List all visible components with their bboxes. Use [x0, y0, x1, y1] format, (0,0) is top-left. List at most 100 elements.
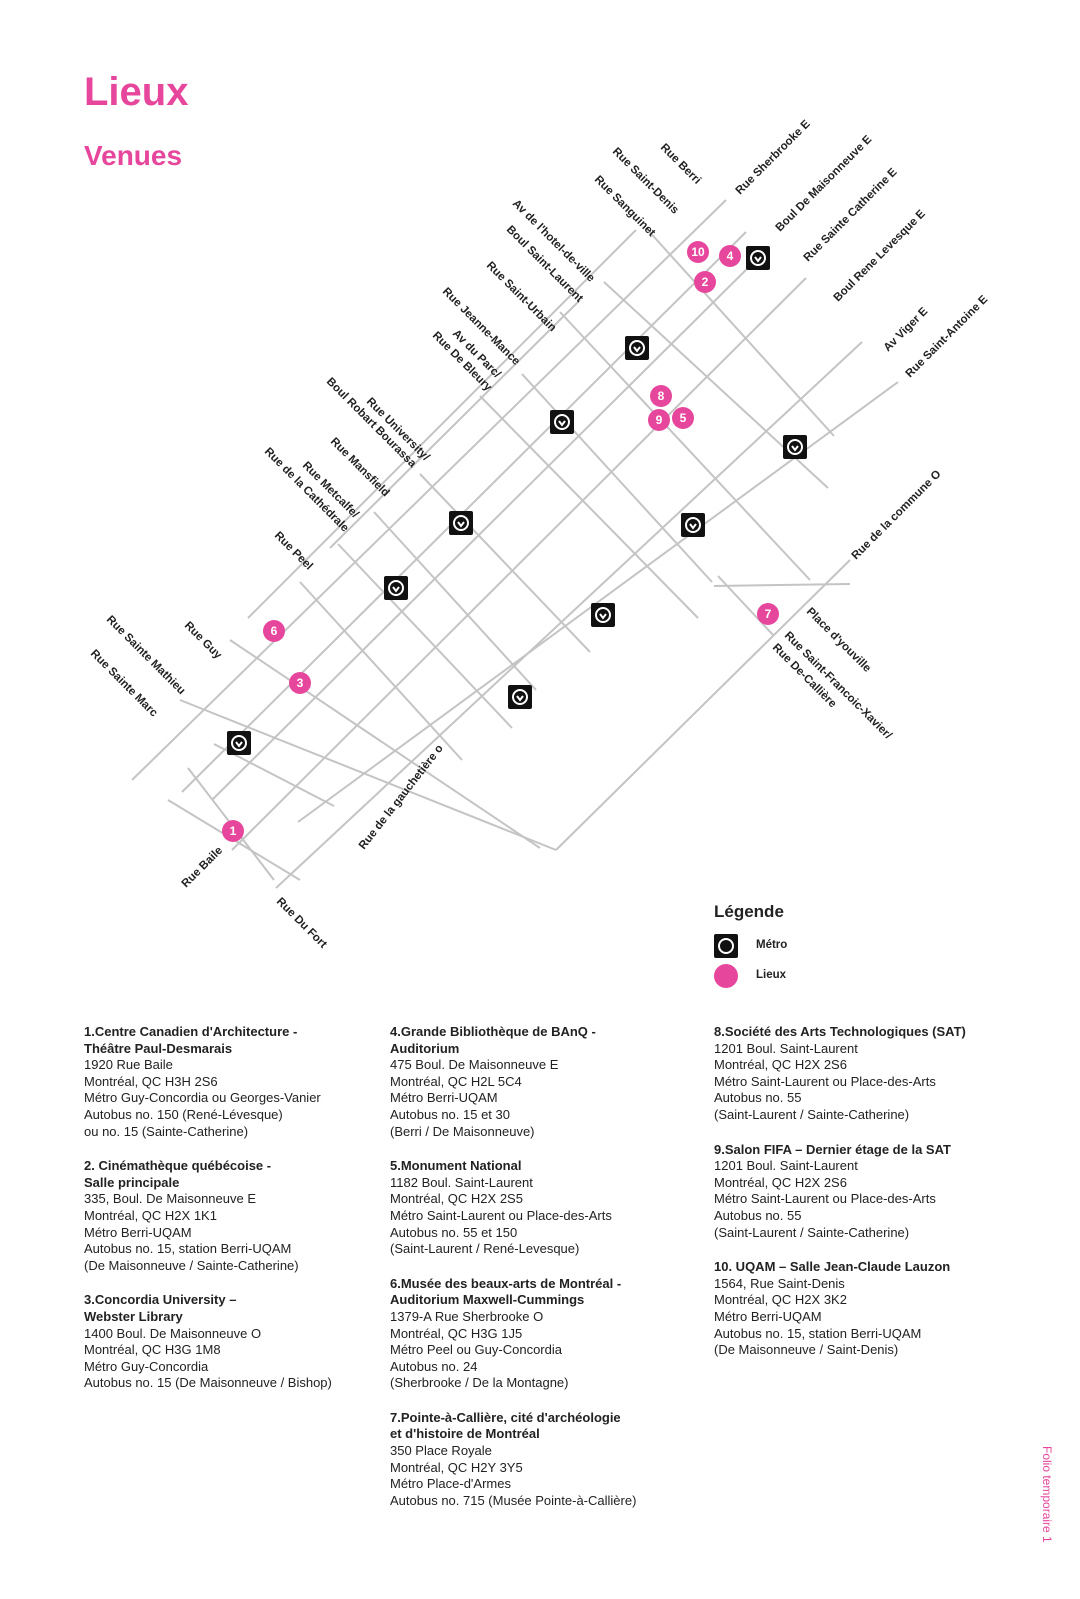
venue-name-line2: Salle principale	[84, 1174, 180, 1190]
venue-address: 1400 Boul. De Maisonneuve O	[84, 1325, 262, 1341]
venue-address: 1920 Rue Baile	[84, 1057, 173, 1073]
venue-pin-3[interactable]: 3	[289, 672, 311, 694]
venue-entry-2: 2. Cinémathèque québécoise - Salle princ…	[84, 1158, 332, 1274]
venue-address: 1379-A Rue Sherbrooke O	[390, 1308, 544, 1324]
venue-pin-9[interactable]: 9	[648, 409, 670, 431]
venue-map[interactable]: Rue Sherbrooke E Rue Berri Rue Saint-Den…	[0, 0, 1080, 1000]
venue-metro: Métro Berri-UQAM	[84, 1224, 192, 1240]
venue-metro: Métro Berri-UQAM	[714, 1308, 822, 1324]
metro-icon[interactable]	[746, 246, 770, 270]
venue-entry-4: 4.Grande Bibliothèque de BAnQ - Auditori…	[390, 1024, 636, 1140]
venue-bus: Autobus no. 150 (René-Lévesque)	[84, 1106, 283, 1122]
venue-entry-9: 9.Salon FIFA – Dernier étage de la SAT 1…	[714, 1142, 966, 1242]
venue-pin-4[interactable]: 4	[719, 245, 741, 267]
pin-number: 4	[727, 249, 734, 263]
venue-pin-10[interactable]: 10	[687, 241, 709, 263]
venue-bus: Autobus no. 15, station Berri-UQAM	[84, 1241, 292, 1257]
venue-bus-detail: (De Maisonneuve / Sainte-Catherine)	[84, 1257, 299, 1273]
venue-city: Montréal, QC H2X 2S5	[390, 1191, 523, 1207]
metro-icon[interactable]	[681, 513, 705, 537]
venue-bus: Autobus no. 15 (De Maisonneuve / Bishop)	[84, 1375, 332, 1391]
metro-icon[interactable]	[508, 685, 532, 709]
legend-lieux-label: Lieux	[756, 969, 787, 981]
venue-bus-detail: (Saint-Laurent / René-Levesque)	[390, 1241, 580, 1257]
venue-bus: Autobus no. 55	[714, 1207, 802, 1223]
venue-city: Montréal, QC H2X 3K2	[714, 1292, 847, 1308]
venue-name: 7.Pointe-à-Callière, cité d'archéologie	[390, 1409, 621, 1425]
venue-city: Montréal, QC H3G 1J5	[390, 1325, 523, 1341]
street-label: Rue Sherbrooke E	[734, 118, 813, 197]
page-subtitle: Venues	[84, 140, 183, 171]
pin-number: 1	[230, 824, 237, 838]
venue-name: 3.Concordia University –	[84, 1292, 237, 1308]
venue-name: 9.Salon FIFA – Dernier étage de la SAT	[714, 1141, 951, 1157]
venue-address: 335, Boul. De Maisonneuve E	[84, 1191, 256, 1207]
venue-address: 1201 Boul. Saint-Laurent	[714, 1040, 858, 1056]
venue-city: Montréal, QC H2L 5C4	[390, 1073, 522, 1089]
venue-metro: Métro Peel ou Guy-Concordia	[390, 1342, 562, 1358]
street-label: Rue Guy	[182, 620, 224, 662]
pin-number: 6	[271, 624, 278, 638]
venue-name: 10. UQAM – Salle Jean-Claude Lauzon	[714, 1259, 951, 1275]
venue-entry-10: 10. UQAM – Salle Jean-Claude Lauzon 1564…	[714, 1259, 966, 1359]
venue-name-line2: et d'histoire de Montréal	[390, 1426, 540, 1442]
venue-metro: Métro Berri-UQAM	[390, 1090, 498, 1106]
street-label: Av Viger E	[882, 305, 931, 354]
legend-metro-row: Métro	[714, 934, 914, 960]
venue-pin-5[interactable]: 5	[672, 407, 694, 429]
venue-column-1: 1.Centre Canadien d'Architecture - Théât…	[84, 1024, 332, 1410]
folio-label: Folio temporaire 1	[1040, 1446, 1060, 1596]
venue-pin-7[interactable]: 7	[757, 603, 779, 625]
metro-icon[interactable]	[449, 511, 473, 535]
page-title: Lieux	[84, 70, 189, 114]
venue-bus: Autobus no. 15 et 30	[390, 1106, 510, 1122]
venue-address: 1182 Boul. Saint-Laurent	[390, 1174, 533, 1190]
venue-bus-detail: (Saint-Laurent / Sainte-Catherine)	[714, 1224, 910, 1240]
metro-icon[interactable]	[384, 576, 408, 600]
venue-metro: Métro Guy-Concordia	[84, 1358, 209, 1374]
venue-metro: Métro Place-d'Armes	[390, 1476, 511, 1492]
street-label: Rue Peel	[272, 530, 315, 573]
street-label: Boul Robart Bourassa	[324, 376, 419, 471]
venue-name: 6.Musée des beaux-arts de Montréal -	[390, 1275, 622, 1291]
legend-lieux-row: Lieux	[714, 964, 914, 990]
venue-pin-6[interactable]: 6	[263, 620, 285, 642]
folio-text: Folio temporaire 1	[1040, 1446, 1054, 1543]
venue-bus: Autobus no. 55 et 150	[390, 1224, 518, 1240]
venue-dot-icon	[714, 964, 738, 988]
legend-title: Légende	[714, 902, 784, 921]
street-label: Rue Saint-Antoine E	[904, 293, 991, 380]
street-label: Rue de la commune O	[850, 468, 944, 562]
venue-city: Montréal, QC H2X 2S6	[714, 1057, 847, 1073]
venue-pin-1[interactable]: 1	[222, 820, 244, 842]
venue-bus-detail: (Berri / De Maisonneuve)	[390, 1123, 535, 1139]
venue-metro: Métro Guy-Concordia ou Georges-Vanier	[84, 1090, 321, 1106]
venue-bus-detail: (Saint-Laurent / Sainte-Catherine)	[714, 1106, 910, 1122]
street-label: Rue Baile	[180, 845, 226, 891]
venue-column-3: 8.Société des Arts Technologiques (SAT) …	[714, 1024, 966, 1377]
venue-pin-2[interactable]: 2	[694, 271, 716, 293]
metro-icon[interactable]	[550, 410, 574, 434]
metro-icon[interactable]	[227, 731, 251, 755]
venue-name: 4.Grande Bibliothèque de BAnQ -	[390, 1024, 596, 1039]
pin-number: 2	[702, 275, 709, 289]
venue-name: 5.Monument National	[390, 1158, 522, 1174]
venue-metro: Métro Saint-Laurent ou Place-des-Arts	[714, 1191, 936, 1207]
metro-icon[interactable]	[625, 336, 649, 360]
pin-number: 5	[680, 411, 687, 425]
venue-bus: Autobus no. 715 (Musée Pointe-à-Callière…	[390, 1492, 637, 1508]
metro-icon[interactable]	[783, 435, 807, 459]
venue-address: 350 Place Royale	[390, 1443, 492, 1459]
venue-address: 475 Boul. De Maisonneuve E	[390, 1057, 559, 1073]
metro-icon[interactable]	[591, 603, 615, 627]
metro-icon	[714, 934, 738, 958]
venue-pin-8[interactable]: 8	[650, 385, 672, 407]
venue-name: 8.Société des Arts Technologiques (SAT)	[714, 1024, 966, 1039]
metro-stations	[227, 246, 807, 755]
street-labels: Rue Sherbrooke E Rue Berri Rue Saint-Den…	[88, 118, 991, 951]
venue-entry-6: 6.Musée des beaux-arts de Montréal - Aud…	[390, 1276, 636, 1392]
venue-city: Montréal, QC H2X 2S6	[714, 1174, 847, 1190]
venue-metro: Métro Saint-Laurent ou Place-des-Arts	[390, 1207, 612, 1223]
pin-number: 9	[656, 413, 663, 427]
venue-bus: Autobus no. 24	[390, 1358, 478, 1374]
